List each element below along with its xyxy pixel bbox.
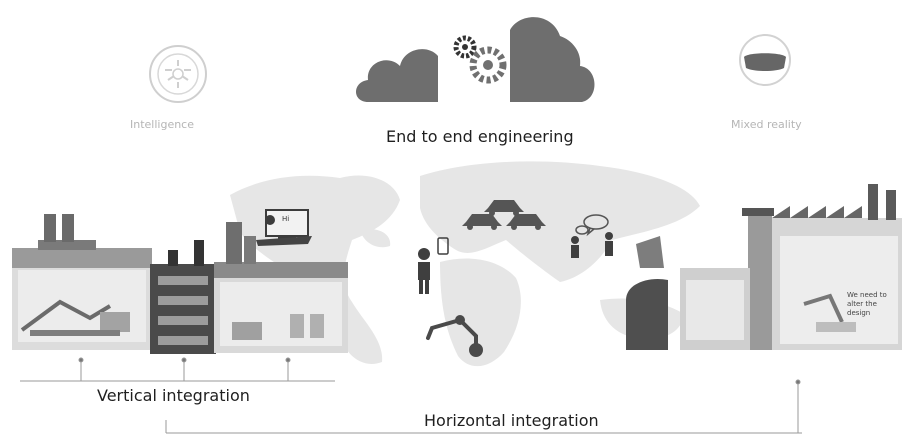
monitor-screen — [256, 209, 312, 246]
vertical-integration-label: Vertical integration — [97, 386, 250, 405]
smartphone-icon — [437, 237, 449, 255]
intelligence-label: Intelligence — [130, 118, 195, 131]
screen-text-label: Hi — [282, 215, 290, 223]
robot-arm-icon — [426, 315, 483, 357]
factory-note-label: We need to alter the design — [847, 291, 887, 317]
brain-circuit-icon — [149, 45, 207, 103]
person-icon — [418, 248, 430, 294]
server-tower — [150, 240, 216, 354]
person-icon-2 — [571, 232, 613, 258]
cloud-gears-icon — [356, 17, 595, 103]
factory-center — [214, 222, 348, 353]
factory-right — [626, 184, 902, 350]
mixed-reality-label: Mixed reality — [731, 118, 802, 131]
horizontal-integration-markers — [165, 379, 802, 434]
cars-icon — [462, 200, 546, 230]
speech-bubble-icon — [575, 214, 609, 237]
vertical-integration-markers — [20, 357, 335, 382]
end-to-end-engineering-label: End to end engineering — [386, 127, 574, 146]
factory-left — [12, 214, 152, 350]
horizontal-integration-label: Horizontal integration — [424, 411, 599, 430]
vr-headset-icon — [739, 34, 791, 86]
